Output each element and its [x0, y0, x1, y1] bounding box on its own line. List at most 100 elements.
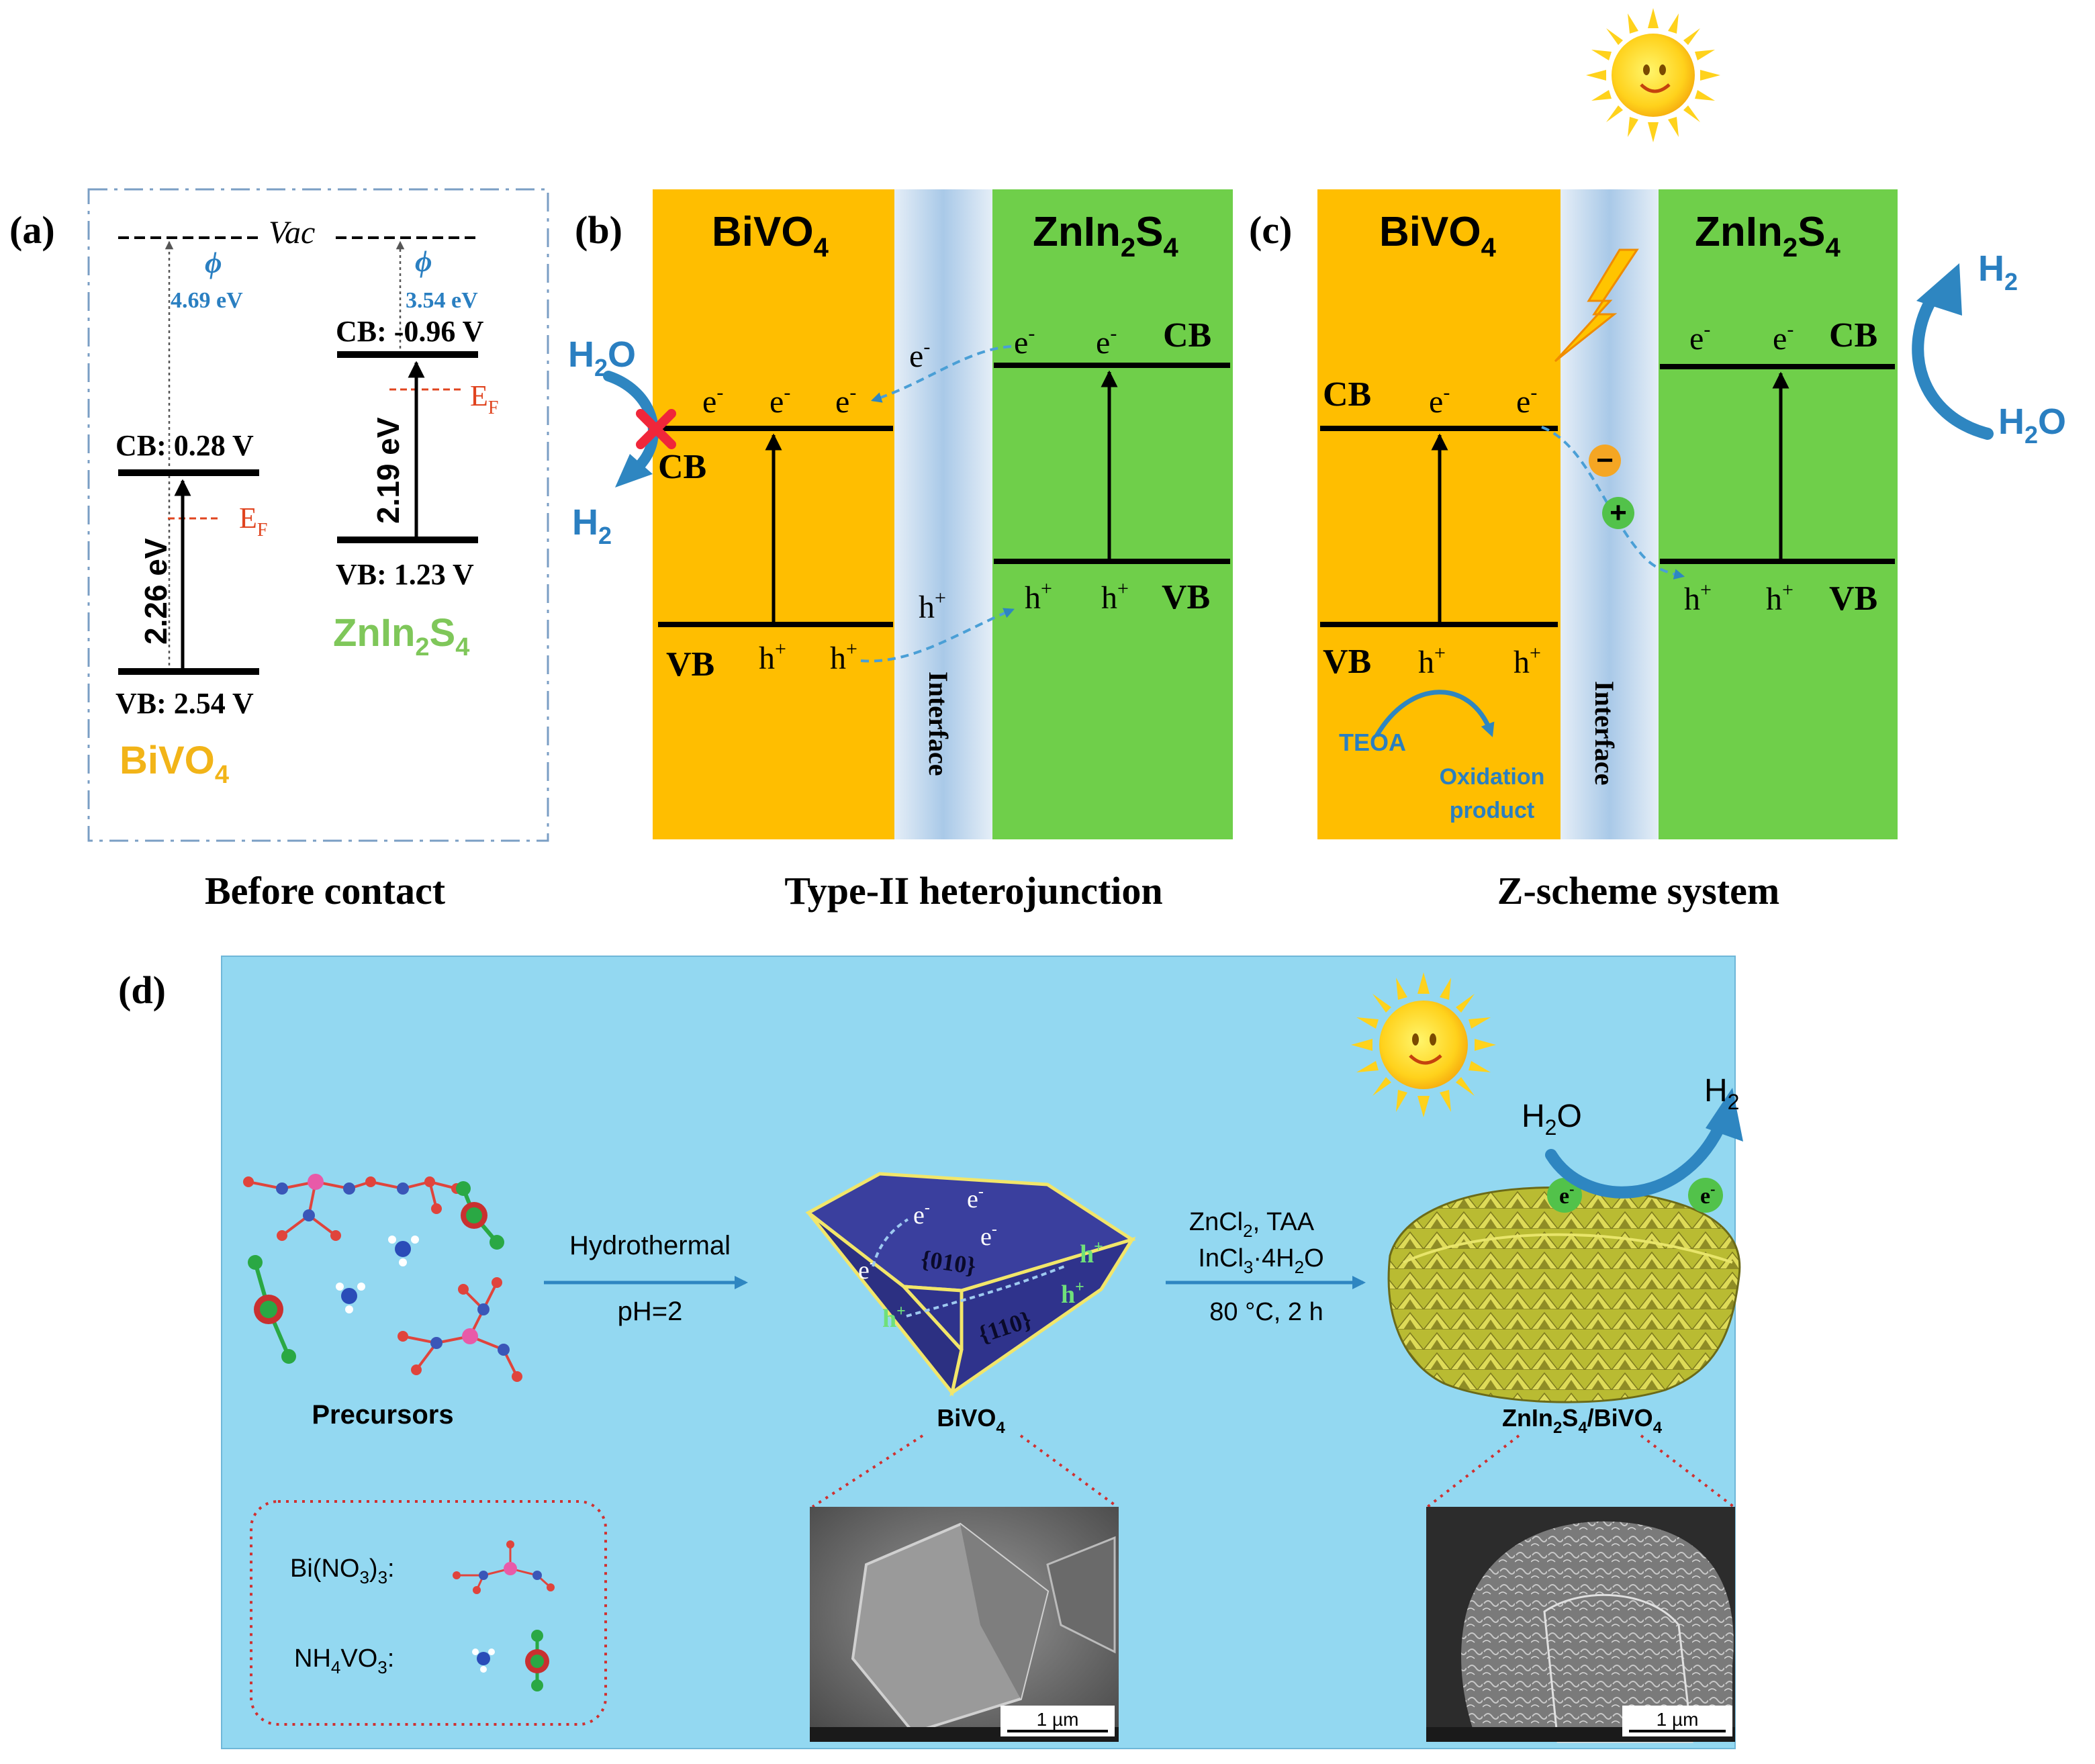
panel-b-electron: e-	[702, 381, 723, 420]
sun-icon	[1351, 972, 1496, 1117]
zoom-line	[811, 1434, 924, 1508]
panel-c-interface-label: Interface	[1589, 681, 1620, 785]
panel-b-znins-block	[992, 189, 1233, 839]
panel-c-h2-evolution-arrow	[1912, 289, 1994, 440]
panel-c-electron: e-	[1429, 381, 1450, 420]
panel-c-znins-block	[1659, 189, 1898, 839]
panel-b-hole: h+	[1101, 577, 1129, 616]
znins-fermi-label: EF	[470, 379, 498, 418]
panel-c-znins-title: ZnIn2S4	[1695, 209, 1841, 263]
legend-ammonium-vanadate-molecule	[472, 1630, 549, 1691]
panel-c-minus-sign: −	[1596, 444, 1614, 477]
panel-d-label: (d)	[118, 968, 166, 1012]
panel-c-recombination-arrow	[1541, 426, 1685, 579]
panel-b-interface-label: Interface	[923, 671, 953, 776]
panel-c-hole: h+	[1684, 579, 1712, 617]
panel-c-negative-charge	[1589, 445, 1621, 477]
bivo4-band-gap: 2.26 eV	[138, 538, 173, 645]
panel-c-znins-cb-label: CB	[1829, 316, 1877, 355]
panel-c-positive-charge	[1602, 497, 1634, 529]
znins-band-gap: 2.19 eV	[371, 417, 406, 524]
lightning-icon	[1554, 248, 1639, 363]
panel-b-znins-title: ZnIn2S4	[1033, 209, 1178, 263]
bivo4-cb-value: CB: 0.28 V	[115, 429, 254, 462]
panel-b-water-arrow-head	[615, 454, 653, 488]
crystal-hole: h+	[882, 1303, 906, 1333]
reaction-conditions: 80 °C, 2 h	[1209, 1298, 1323, 1326]
precursor-legend-box	[250, 1500, 607, 1726]
panel-c-teoa-label: TEOA	[1339, 729, 1406, 756]
znins-material-label: ZnIn2S4	[333, 611, 469, 661]
composite-electron-badge	[1688, 1178, 1723, 1213]
panel-b-h2-label: H2	[572, 502, 612, 549]
bivo4-vb-value: VB: 2.54 V	[115, 687, 254, 720]
panel-b-interface-electron: e-	[909, 336, 930, 374]
panel-c-electron: e-	[1689, 318, 1710, 357]
sem-scale-bar-label: 1 µm	[1037, 1709, 1079, 1730]
crystal-electron: e-	[967, 1183, 984, 1213]
panel-a-caption: Before contact	[205, 869, 446, 913]
crystal-electron: e-	[858, 1254, 875, 1285]
sem-image-composite	[1426, 1507, 1735, 1743]
legend-bi-nitrate-label: Bi(NO3)3:	[290, 1554, 395, 1587]
panel-b-electron: e-	[770, 381, 790, 420]
bivo4-product-label: BiVO4	[937, 1404, 1005, 1437]
panel-d-water-splitting-arrow	[1545, 1122, 1725, 1199]
panel-c-bivo4-cb-label: CB	[1323, 375, 1371, 414]
panel-b-bivo4-vb-label: VB	[666, 645, 714, 684]
panel-b-h2o-label: H2O	[568, 334, 636, 381]
panel-c-label: (c)	[1249, 208, 1292, 252]
panel-b-hole: h+	[830, 638, 857, 676]
panel-c-bivo4-vb-label: VB	[1323, 643, 1371, 681]
panel-b-electron: e-	[1096, 322, 1117, 361]
legend-bi-nitrate-molecule	[453, 1540, 555, 1594]
panel-d-h2o-label: H2O	[1522, 1099, 1582, 1140]
precursors-label: Precursors	[312, 1400, 453, 1430]
legend-ammonium-vanadate-label: NH4VO3:	[294, 1644, 394, 1677]
panel-b-znins-vb-label: VB	[1162, 578, 1210, 616]
composite-electron: e-	[1559, 1180, 1574, 1209]
vacuum-label: Vac	[269, 215, 315, 250]
panel-b-hole-transfer-arrow	[860, 608, 1015, 663]
panel-c-bivo4-title: BiVO4	[1379, 209, 1497, 263]
composite-electron-badge	[1547, 1178, 1582, 1213]
bivo4-crystal	[805, 1172, 1136, 1397]
panel-c-h2o-label: H2O	[1998, 402, 2066, 449]
panel-c-oxidation-label-1: Oxidation	[1440, 764, 1545, 790]
panel-c-hole: h+	[1514, 642, 1541, 680]
bivo4-material-label: BiVO4	[120, 739, 229, 789]
panel-c-hole: h+	[1418, 642, 1446, 680]
panel-c-electron: e-	[1773, 318, 1794, 357]
panel-c-h2-label: H2	[1978, 248, 2018, 295]
znins-vb-value: VB: 1.23 V	[336, 558, 474, 591]
zoom-line	[1426, 1434, 1520, 1508]
znins-bivo4-composite	[1387, 1186, 1741, 1403]
crystal-electron-path	[872, 1218, 909, 1267]
phi-symbol-bivo4: ϕ	[205, 246, 222, 279]
composite-product-label: ZnIn2S4/BiVO4	[1502, 1404, 1663, 1437]
panel-c-caption: Z-scheme system	[1497, 869, 1779, 913]
panel-a-frame	[87, 188, 549, 842]
panel-c-teoa-arrow	[1374, 690, 1495, 737]
panel-b-water-reduction-arrow	[603, 371, 659, 475]
reagents-line-1: ZnCl2, TAA	[1189, 1208, 1315, 1241]
panel-b-electron-transfer-arrow	[870, 345, 1012, 403]
panel-b-label: (b)	[575, 208, 622, 252]
panel-b-electron: e-	[835, 381, 856, 420]
crystal-hole: h+	[1080, 1238, 1103, 1268]
panel-b-hole: h+	[1025, 577, 1052, 616]
crystal-electron: e-	[980, 1221, 997, 1251]
crystal-electron: e-	[913, 1199, 930, 1229]
phi-symbol-znins: ϕ	[415, 245, 432, 278]
panel-c-oxidation-label-2: product	[1450, 798, 1535, 823]
panel-b-interface-hole: h+	[919, 587, 946, 625]
znins-work-function-value: 3.54 eV	[406, 288, 478, 313]
ph-label: pH=2	[618, 1297, 683, 1326]
blocked-x-icon	[636, 409, 676, 449]
composite-electron: e-	[1700, 1180, 1715, 1209]
znins-cb-value: CB: -0.96 V	[336, 315, 484, 348]
panel-a-label: (a)	[9, 208, 55, 252]
reagents-line-2: InCl3·4H2O	[1198, 1244, 1323, 1277]
sun-icon	[1586, 8, 1720, 142]
